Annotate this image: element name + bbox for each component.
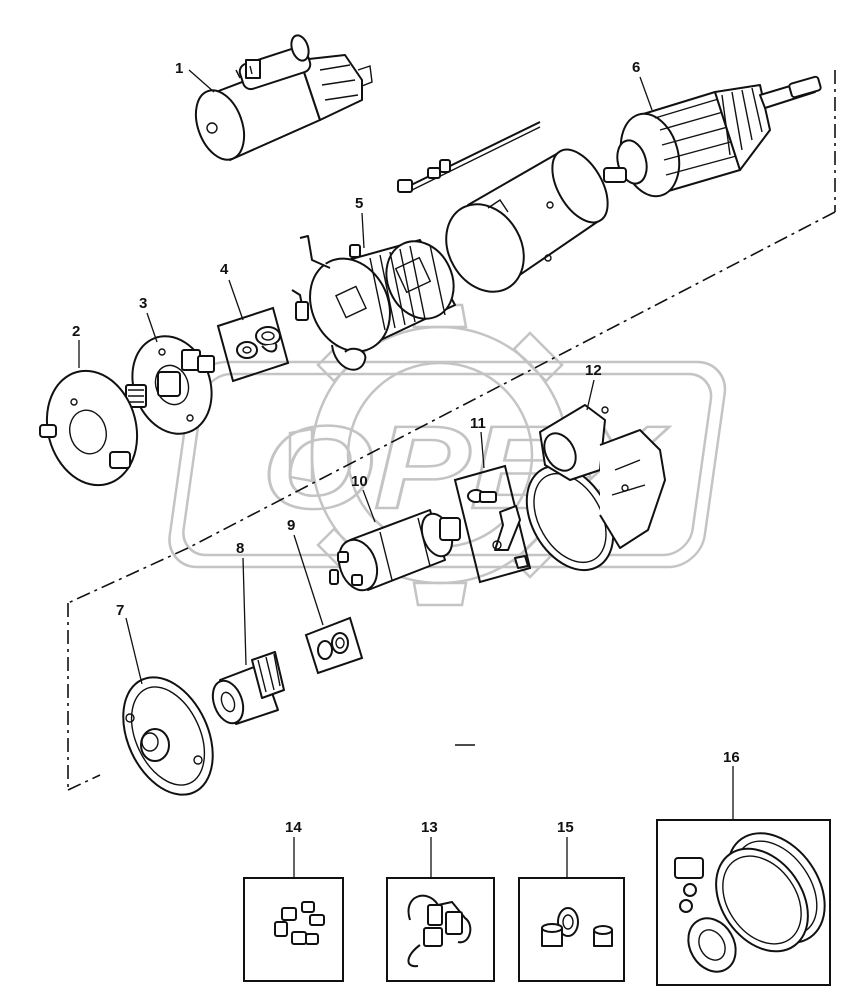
assembly-axis-lines <box>67 70 836 791</box>
part-14-kit-box <box>243 877 344 982</box>
callout-4: 4 <box>220 261 229 278</box>
part-9-washer-kit <box>304 616 364 675</box>
part-11-shift-lever-kit <box>453 464 532 584</box>
yoke-housing <box>445 148 609 293</box>
part-10-solenoid <box>329 509 461 592</box>
part-8-drive-pinion <box>211 651 285 725</box>
part-13-kit-box <box>386 877 495 982</box>
callout-5: 5 <box>355 195 363 212</box>
callout-11: 11 <box>470 415 486 432</box>
part-1-starter-motor <box>194 34 373 161</box>
callout-3: 3 <box>139 295 147 312</box>
callout-7: 7 <box>116 602 124 619</box>
callout-6: 6 <box>632 59 640 76</box>
through-bolt <box>397 121 541 193</box>
leader-lines <box>78 69 734 878</box>
callout-10: 10 <box>351 473 368 490</box>
part-2-end-cover <box>39 369 139 487</box>
callout-1: 1 <box>175 60 183 77</box>
callout-14: 14 <box>285 819 302 836</box>
callout-13: 13 <box>421 819 438 836</box>
part-7-flange <box>122 676 214 796</box>
part-16-kit-box <box>656 819 831 986</box>
callout-16: 16 <box>723 749 740 766</box>
part-12-drive-housing <box>525 404 666 572</box>
part-5-field-coil <box>291 235 456 371</box>
callout-labels: 1 2 3 4 5 6 7 8 9 10 11 12 13 14 15 16 <box>72 59 740 836</box>
callout-8: 8 <box>236 540 244 557</box>
part-6-armature <box>603 75 822 198</box>
part-15-kit-box <box>518 877 625 982</box>
callout-9: 9 <box>287 517 295 534</box>
callout-12: 12 <box>585 362 602 379</box>
callout-2: 2 <box>72 323 80 340</box>
part-4-brush-kit <box>216 306 290 383</box>
callout-15: 15 <box>557 819 574 836</box>
part-3-brush-holder <box>125 335 215 435</box>
